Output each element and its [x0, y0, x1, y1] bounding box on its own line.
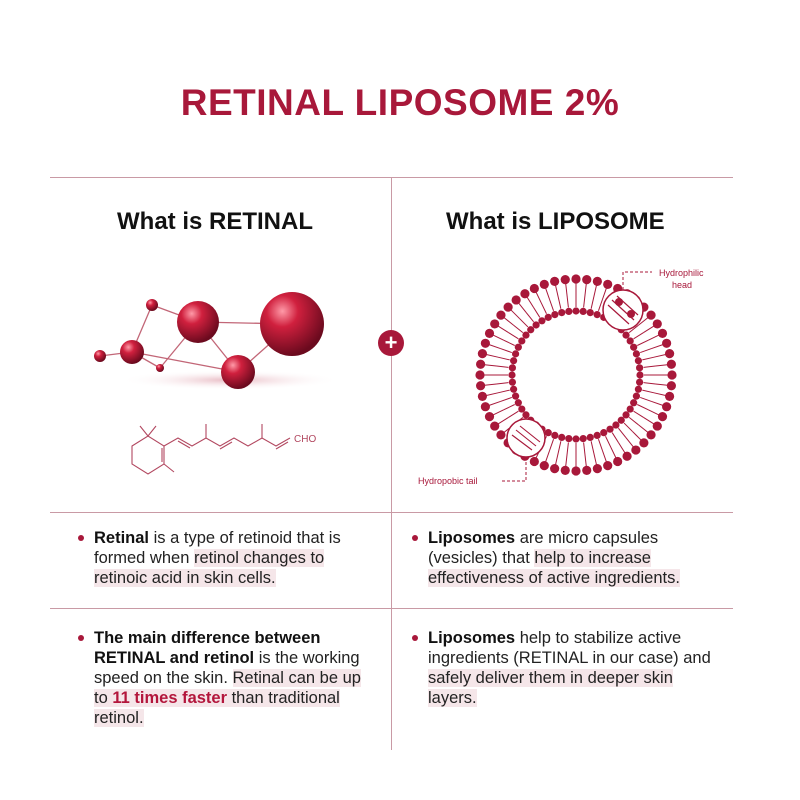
liposome-heading: What is LIPOSOME: [446, 208, 665, 235]
retinal-formula: CHO: [131, 424, 316, 475]
liposome-icon: Hydrophilic head Hydropobic tail: [418, 268, 704, 486]
hydrophobic-tail-label: Hydropobic tail: [418, 476, 478, 486]
retinal-difference: The main difference between RETINAL and …: [78, 628, 379, 728]
liposome-stabilize: Liposomes help to stabilize active ingre…: [412, 628, 713, 708]
divider-vertical: [391, 177, 392, 750]
retinal-term: Retinal: [94, 529, 150, 547]
formula-cho-label: CHO: [294, 434, 316, 445]
liposome-term: Liposomes: [428, 529, 516, 547]
stabilize-text: help to stabilize active ingredients (RE…: [428, 629, 711, 667]
hydrophilic-label: Hydrophilic: [659, 268, 704, 278]
liposome-def-text: are micro capsules (vesicles) that: [428, 529, 659, 567]
bullet-icon: [412, 535, 418, 541]
plus-icon: +: [378, 330, 404, 356]
difference-text: is the working speed on the skin.: [94, 649, 360, 687]
stabilize-highlight: safely deliver them in deeper skin layer…: [428, 669, 673, 707]
head-label: head: [672, 280, 692, 290]
speed-emphasis: 11 times faster: [112, 689, 228, 707]
bullet-icon: [412, 635, 418, 641]
difference-term: The main difference between RETINAL and …: [94, 629, 321, 667]
page-title: RETINAL LIPOSOME 2%: [180, 82, 620, 123]
molecule-icon: [94, 292, 340, 390]
liposome-term-2: Liposomes: [428, 629, 516, 647]
bullet-icon: [78, 535, 84, 541]
bullet-icon: [78, 635, 84, 641]
retinal-definition: Retinal is a type of retinoid that is fo…: [78, 528, 379, 588]
retinal-def-text: is a type of retinoid that is formed whe…: [94, 529, 341, 567]
retinal-heading: What is RETINAL: [117, 208, 313, 235]
liposome-definition: Liposomes are micro capsules (vesicles) …: [412, 528, 713, 588]
